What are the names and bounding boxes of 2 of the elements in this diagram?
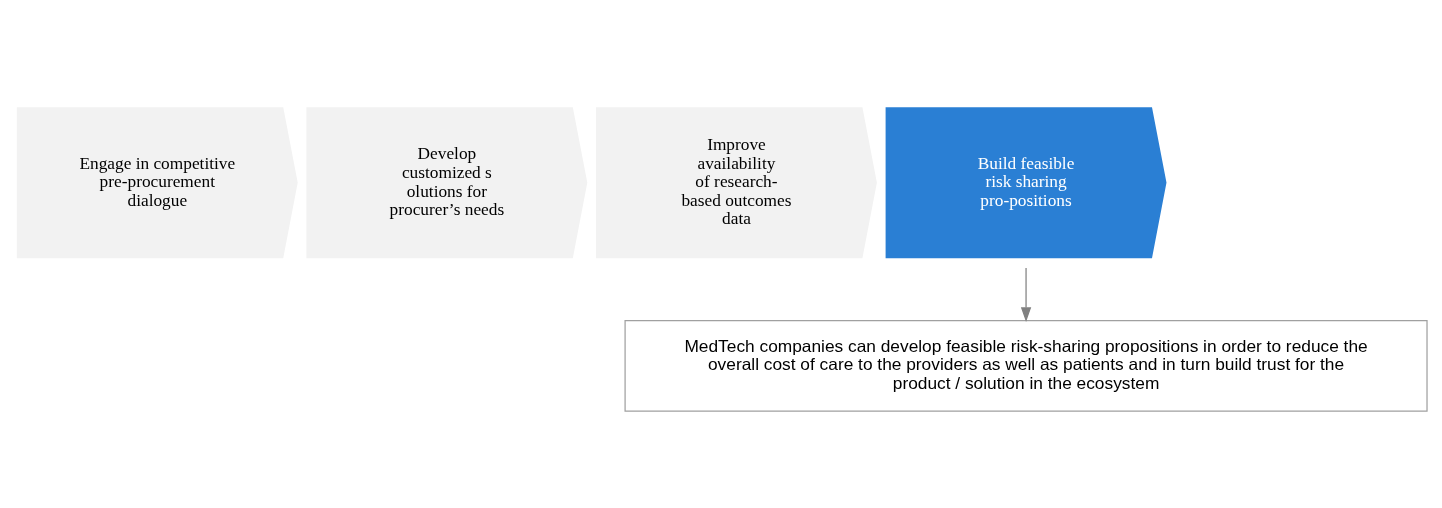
arrow xyxy=(1020,266,1032,322)
node-box: MedTech companies can develop feasible risk-sharing propositions in order to reduce the overall cost of care to the providers as well as patients and in turn build trust for the product / solution in the ecosystem xyxy=(624,319,1428,412)
